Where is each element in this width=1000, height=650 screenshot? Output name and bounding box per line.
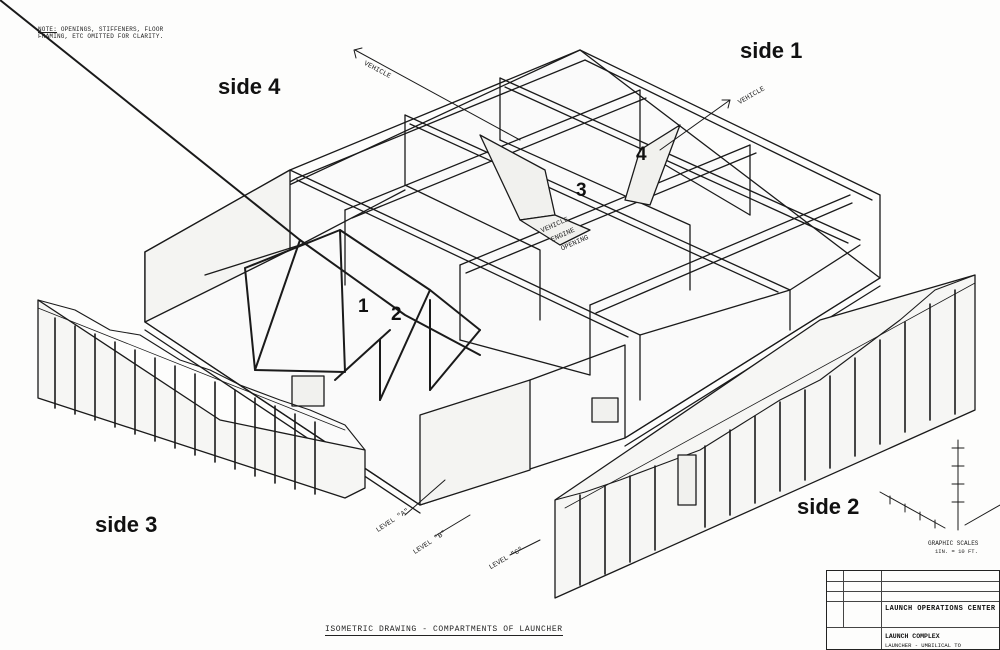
truss-frames	[0, 0, 481, 401]
wall-panel-side-3-stiffeners	[54, 317, 316, 495]
beam-1b	[296, 179, 629, 338]
graphic-scales-sub: 1IN. = 10 FT.	[935, 548, 978, 555]
label-side-4: side 4	[218, 74, 281, 99]
label-compartment-1: 1	[358, 296, 369, 317]
wall-front-left	[419, 379, 531, 506]
label-compartment-3: 3	[576, 180, 587, 201]
rim-side-1	[579, 49, 881, 196]
wall-front-right	[529, 344, 626, 439]
beam-6	[589, 194, 851, 306]
equipment-box-right	[591, 397, 619, 423]
grid-wall-2	[499, 139, 691, 291]
beam-3b	[504, 86, 849, 244]
engine-duct-bottom	[519, 214, 591, 246]
beam-1	[289, 169, 641, 336]
graphic-scales	[879, 439, 1000, 531]
floor-front-left-2	[144, 329, 421, 514]
beam-5b	[465, 152, 757, 274]
graphic-scales-label: GRAPHIC SCALES	[928, 540, 979, 547]
beam-6b	[595, 202, 853, 314]
beam-2	[404, 114, 791, 291]
grid-wall-1	[404, 184, 541, 321]
shelf-right	[639, 244, 861, 336]
label-compartment-4: 4	[636, 144, 647, 165]
note-text: OPENINGS, STIFFENERS, FLOOR FRAMING, ETC…	[38, 26, 164, 40]
launcher-structure	[0, 0, 881, 514]
shelf-left	[204, 189, 406, 276]
label-side-3: side 3	[95, 512, 158, 537]
label-side-2: side 2	[797, 494, 860, 519]
level-leaders	[404, 479, 541, 556]
floor-front-left	[144, 321, 421, 506]
equipment-box-left	[291, 375, 325, 407]
label-compartment-2: 2	[391, 304, 402, 325]
beam-2b	[409, 123, 779, 293]
title-block-subtitle: LAUNCH COMPLEX	[885, 633, 940, 640]
wall-panel-side-3	[37, 299, 366, 499]
title-block-org: LAUNCH OPERATIONS CENTER	[885, 605, 996, 613]
drawing-note: NOTE: OPENINGS, STIFFENERS, FLOOR FRAMIN…	[38, 26, 188, 40]
grid-wall-3	[459, 339, 591, 376]
wall-panel-side-2-stiffeners	[579, 289, 956, 586]
drawing-title: ISOMETRIC DRAWING - COMPARTMENTS OF LAUN…	[325, 625, 563, 636]
beam-3	[499, 77, 861, 241]
beam-5	[459, 144, 751, 266]
door-side-2	[677, 454, 697, 506]
wall-panel-side-2	[554, 274, 976, 599]
label-side-1: side 1	[740, 38, 803, 63]
title-block-subtitle-2: LAUNCHER - UMBILICAL TO	[885, 642, 961, 649]
title-block: LAUNCH OPERATIONS CENTER LAUNCH COMPLEX …	[826, 570, 1000, 650]
rim-side-1-inner	[584, 59, 873, 201]
vehicle-arrows	[353, 47, 731, 151]
note-key: NOTE:	[38, 26, 58, 33]
floor-front-right	[624, 277, 881, 439]
